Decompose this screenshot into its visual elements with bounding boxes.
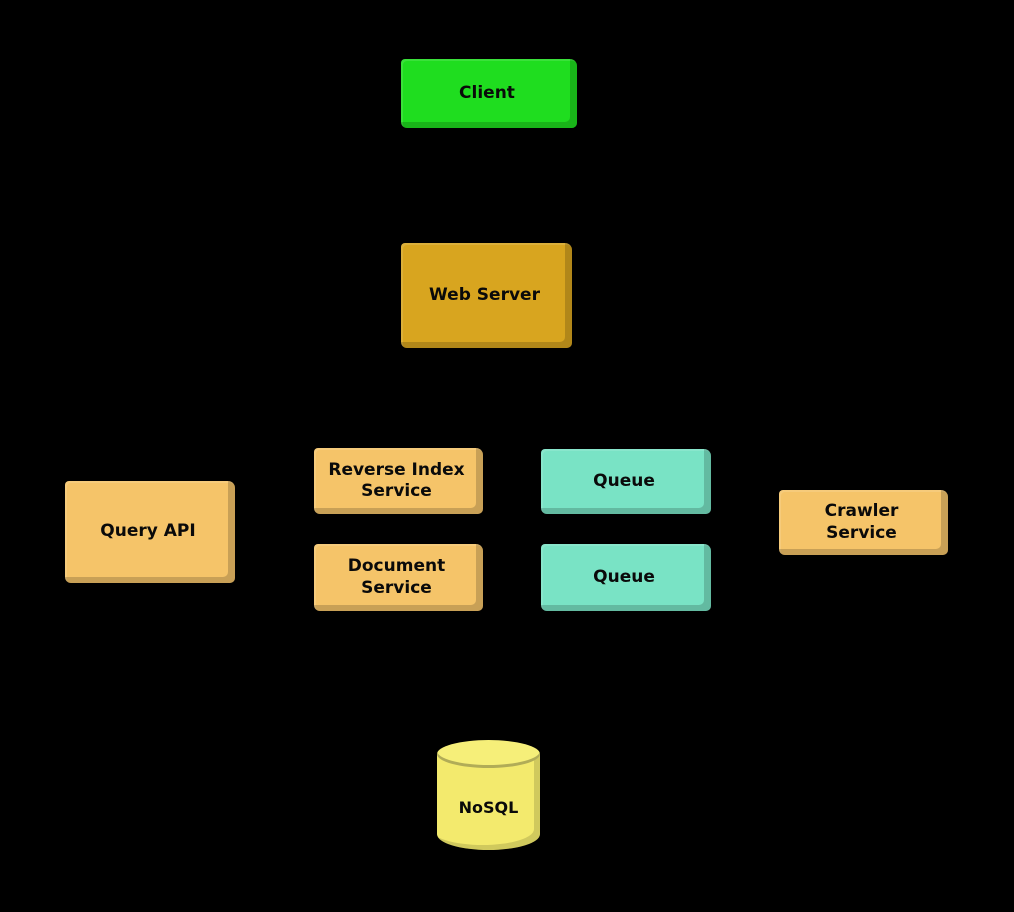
- node-document-service-label: Document Service: [347, 556, 446, 598]
- node-query-api[interactable]: Query API: [65, 481, 235, 583]
- node-crawler-service[interactable]: Crawler Service: [779, 490, 948, 555]
- database-cylinder-top: [437, 740, 540, 768]
- node-client[interactable]: Client: [401, 59, 577, 128]
- node-reverse-index-service-label: Reverse Index Service: [328, 459, 465, 501]
- node-nosql-label: NoSQL: [458, 797, 519, 817]
- node-query-api-label: Query API: [100, 521, 196, 542]
- node-client-label: Client: [459, 82, 515, 103]
- node-reverse-index-service[interactable]: Reverse Index Service: [314, 448, 483, 514]
- node-queue-bottom-label: Queue: [593, 566, 655, 587]
- node-nosql-database[interactable]: NoSQL: [437, 740, 540, 850]
- database-cylinder-body: NoSQL: [437, 754, 540, 850]
- node-queue-top-label: Queue: [593, 470, 655, 491]
- node-web-server[interactable]: Web Server: [401, 243, 572, 348]
- node-queue-bottom[interactable]: Queue: [541, 544, 711, 611]
- node-crawler-service-label: Crawler Service: [824, 501, 899, 543]
- node-web-server-label: Web Server: [429, 284, 540, 305]
- node-queue-top[interactable]: Queue: [541, 449, 711, 514]
- node-document-service[interactable]: Document Service: [314, 544, 483, 611]
